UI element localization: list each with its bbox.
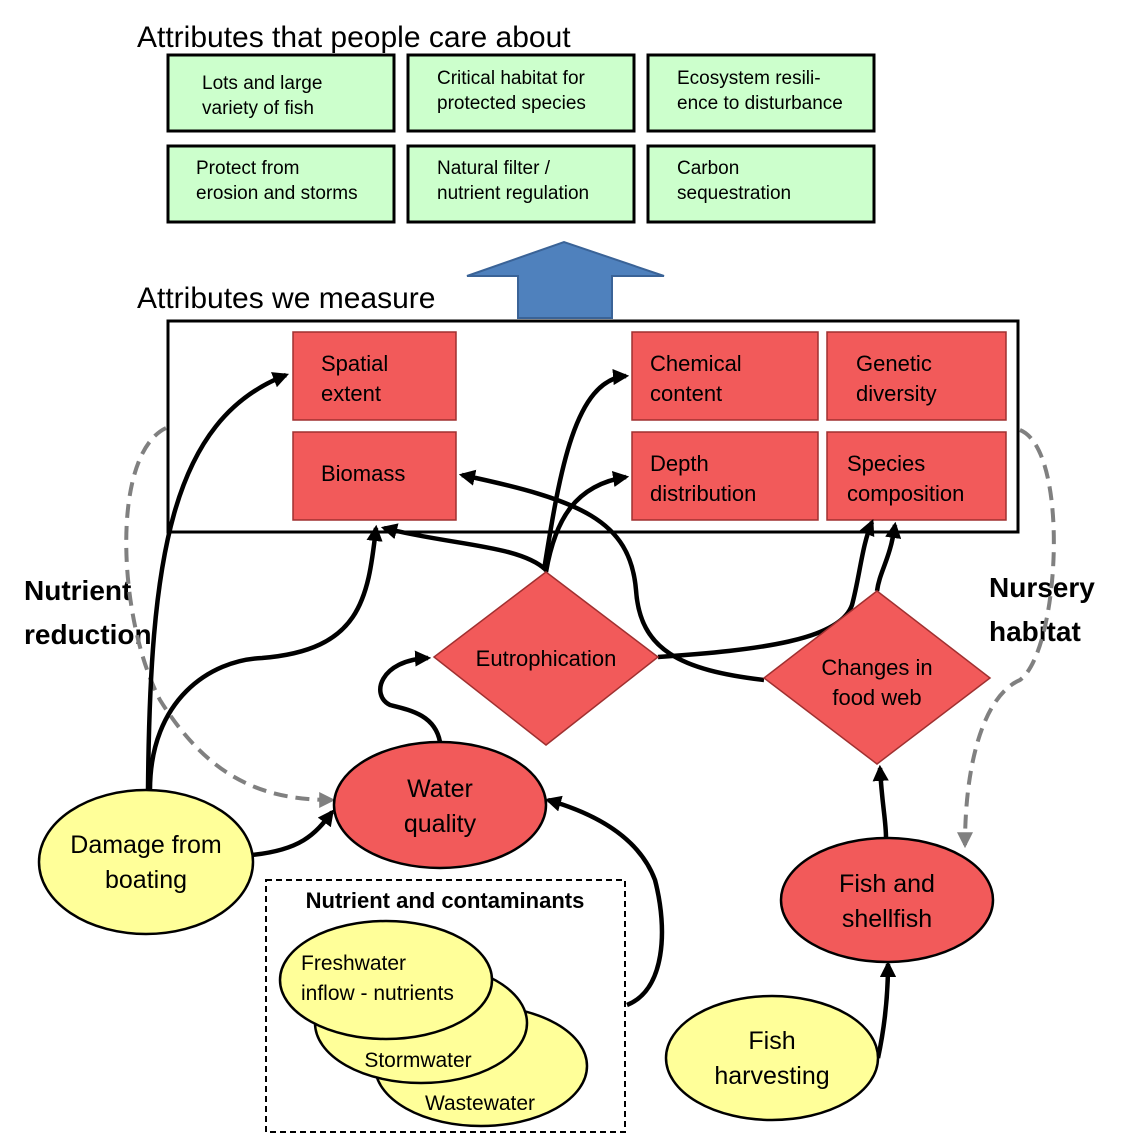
care-attribute-critical-habitat: Critical habitat for protected species — [406, 53, 636, 133]
care-attribute-grid: Lots and large variety of fish Critical … — [166, 53, 876, 224]
care-attribute-line: ence to disturbance — [677, 93, 843, 114]
heading-we-measure: Attributes we measure — [137, 282, 435, 315]
source-stormwater-label: Stormwater — [364, 1049, 471, 1072]
side-label-nutrient-reduction: reduction — [24, 619, 152, 650]
measured-attribute-line: diversity — [856, 381, 937, 406]
care-attribute-line: Critical habitat for — [437, 68, 586, 89]
measured-attribute-chemical-content: Chemical content — [631, 331, 819, 421]
node-label: Fish and — [839, 870, 935, 898]
process-label: Changes in — [821, 655, 932, 680]
nutrient-box-title: Nutrient and contaminants — [306, 888, 585, 913]
measured-attribute-line: content — [650, 381, 722, 406]
care-attribute-line: nutrient regulation — [437, 183, 589, 204]
source-freshwater-label: inflow - nutrients — [301, 982, 454, 1005]
node-fish-harvesting: Fish harvesting — [664, 994, 880, 1122]
measured-attribute-line: distribution — [650, 481, 756, 506]
nutrient-contaminants-box: Nutrient and contaminants Wastewater Sto… — [265, 879, 626, 1133]
node-label: harvesting — [714, 1062, 829, 1090]
measured-attribute-line: Biomass — [321, 461, 405, 486]
care-attribute-line: Ecosystem resili- — [677, 68, 821, 89]
care-attribute-resilience: Ecosystem resili- ence to disturbance — [646, 53, 876, 133]
measured-attributes-container — [166, 319, 1020, 534]
care-attribute-erosion: Protect from erosion and storms — [166, 144, 396, 224]
process-label: food web — [832, 685, 921, 710]
source-freshwater — [278, 919, 494, 1041]
measured-attribute-line: Depth — [650, 451, 709, 476]
node-water-quality: Water quality — [332, 740, 548, 870]
node-label: quality — [404, 810, 477, 838]
measured-attribute-line: Spatial — [321, 351, 388, 376]
node-label: boating — [105, 866, 187, 894]
node-label: shellfish — [842, 905, 932, 933]
measured-attribute-biomass: Biomass — [292, 431, 457, 521]
node-damage-boating: Damage from boating — [37, 788, 255, 936]
source-freshwater-label: Freshwater — [301, 952, 406, 975]
measured-attribute-line: Chemical — [650, 351, 742, 376]
side-label-nursery-habitat: habitat — [989, 616, 1081, 647]
node-label: Damage from — [70, 831, 221, 859]
care-attribute-fish-variety: Lots and large variety of fish — [166, 53, 396, 133]
node-fish-shellfish: Fish and shellfish — [779, 836, 995, 964]
care-attribute-line: variety of fish — [202, 98, 314, 119]
care-attribute-line: Lots and large — [202, 73, 322, 94]
heading-people-care: Attributes that people care about — [137, 21, 571, 54]
care-attribute-line: erosion and storms — [196, 183, 358, 204]
care-attribute-filter: Natural filter / nutrient regulation — [406, 144, 636, 224]
blue-up-arrow — [466, 240, 665, 319]
measured-attribute-line: Species — [847, 451, 925, 476]
care-attribute-line: Natural filter / — [437, 158, 551, 179]
care-attribute-line: sequestration — [677, 183, 791, 204]
measured-attribute-line: Genetic — [856, 351, 932, 376]
node-label: Fish — [748, 1027, 795, 1055]
care-attribute-carbon: Carbon sequestration — [646, 144, 876, 224]
care-attribute-line: Carbon — [677, 158, 739, 179]
source-wastewater-label: Wastewater — [425, 1092, 535, 1115]
care-attribute-line: Protect from — [196, 158, 299, 179]
care-attribute-line: protected species — [437, 93, 586, 114]
measured-attribute-spatial-extent: Spatial extent — [292, 331, 457, 421]
process-eutrophication: Eutrophication — [432, 571, 660, 746]
measured-attribute-depth-distribution: Depth distribution — [631, 431, 819, 521]
side-label-nursery-habitat: Nursery — [989, 572, 1095, 603]
measured-attribute-species-composition: Species composition — [826, 431, 1007, 521]
side-label-nutrient-reduction: Nutrient — [24, 575, 131, 606]
measured-attribute-genetic-diversity: Genetic diversity — [826, 331, 1007, 421]
measured-attribute-line: extent — [321, 381, 381, 406]
node-label: Water — [407, 775, 473, 803]
process-food-web: Changes in food web — [762, 590, 992, 765]
process-label: Eutrophication — [476, 646, 617, 671]
measured-attribute-line: composition — [847, 481, 964, 506]
